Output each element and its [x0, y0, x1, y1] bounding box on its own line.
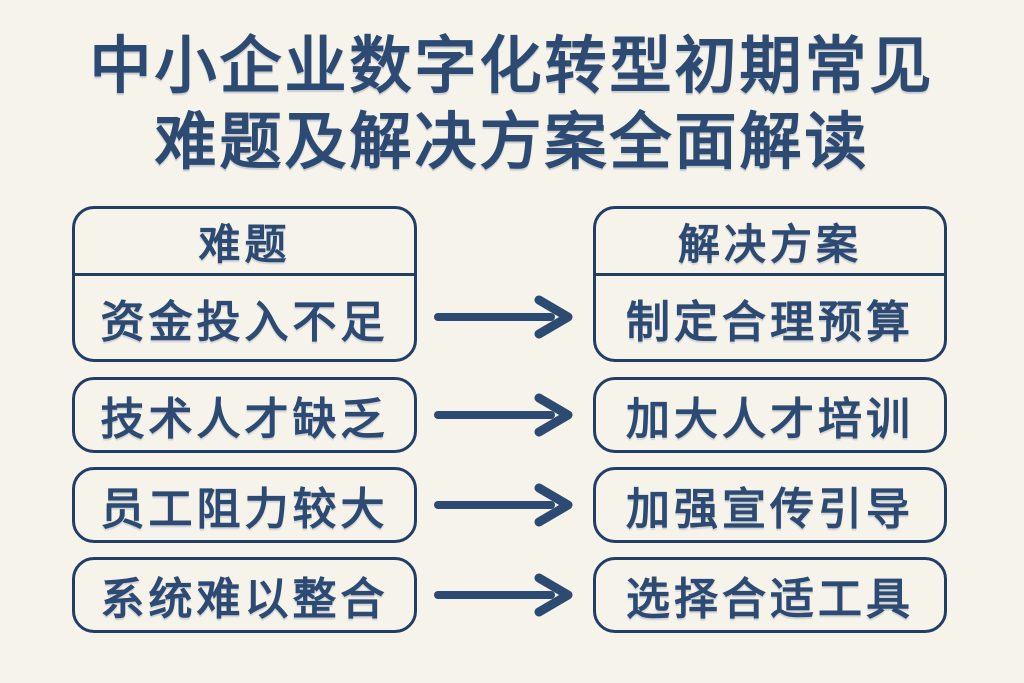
page-title-line1: 中小企业数字化转型初期常见 — [89, 29, 935, 102]
page-title: 中小企业数字化转型初期常见 难题及解决方案全面解读 — [0, 28, 1024, 180]
solution-item-2: 加大人才培训 — [626, 394, 914, 445]
problem-item-3: 员工阻力较大 — [100, 484, 389, 535]
problem-item-2: 技术人才缺乏 — [100, 394, 389, 445]
problems-column-box: 难题 资金投入不足 — [72, 206, 417, 362]
problem-box-4: 系统难以整合 — [72, 557, 417, 633]
right-arrow-icon — [434, 393, 573, 437]
solution-box-4: 选择合适工具 — [593, 557, 947, 633]
solution-box-2: 加大人才培训 — [593, 377, 947, 453]
solution-item-3: 加强宣传引导 — [626, 484, 914, 535]
problem-item-4: 系统难以整合 — [100, 574, 389, 625]
right-arrow-icon — [434, 483, 573, 527]
right-arrow-icon — [434, 573, 573, 617]
solutions-column-box: 解决方案 制定合理预算 — [593, 206, 947, 362]
problem-box-2: 技术人才缺乏 — [72, 377, 417, 453]
page-title-line2: 难题及解决方案全面解读 — [154, 105, 870, 178]
problem-item-1: 资金投入不足 — [100, 296, 389, 348]
solution-box-3: 加强宣传引导 — [593, 467, 947, 543]
solutions-header: 解决方案 — [596, 209, 944, 276]
right-arrow-icon — [434, 295, 573, 339]
problem-box-3: 员工阻力较大 — [72, 467, 417, 543]
solution-item-4: 选择合适工具 — [626, 574, 914, 625]
solution-item-1: 制定合理预算 — [626, 296, 914, 348]
problems-header: 难题 — [75, 209, 414, 276]
